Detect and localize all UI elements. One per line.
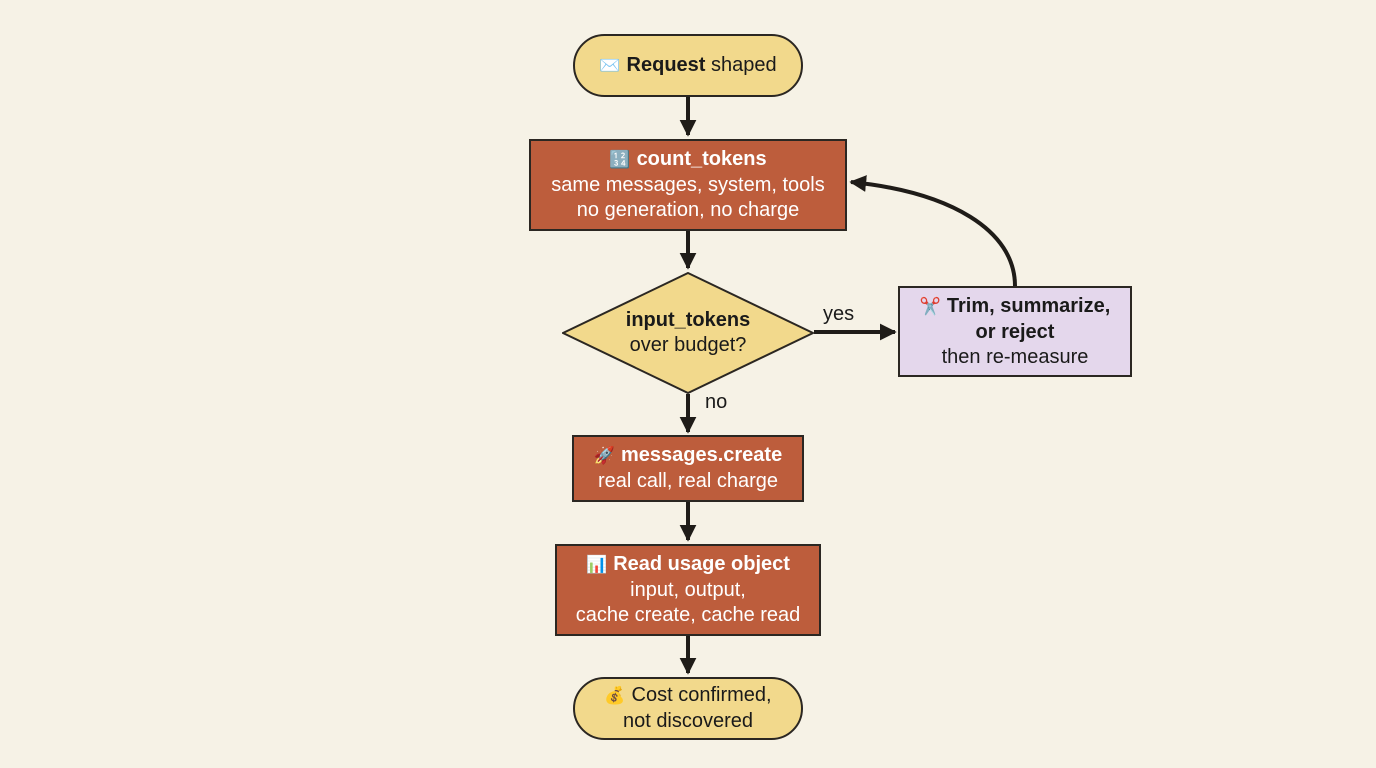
decision-line2: over budget? [629, 334, 747, 356]
usage-title: Read usage object [613, 553, 790, 575]
trim-title-row: ✂️Trim, summarize, [920, 294, 1111, 320]
arrow-trim-back-to-count [849, 175, 1017, 287]
count-tokens-title-row: 🔢count_tokens [609, 147, 766, 173]
end-line1: Cost confirmed, [631, 684, 772, 706]
count-tokens-line1: same messages, system, tools [551, 174, 825, 196]
decision-node: input_tokens over budget? [562, 272, 814, 394]
start-title-bold: Request [626, 53, 706, 76]
create-title-row: 🚀messages.create [594, 443, 782, 469]
end-line2: not discovered [622, 710, 754, 732]
no-edge-label: no [705, 391, 728, 413]
trim-line3: then re-measure [941, 345, 1089, 368]
usage-node: 📊Read usage object input, output, cache … [555, 544, 821, 636]
bar-chart-icon: 📊 [586, 555, 608, 575]
yes-edge-label: yes [823, 303, 855, 325]
decision-diamond-shape [562, 272, 814, 394]
usage-title-row: 📊Read usage object [586, 552, 790, 578]
decision-line1: input_tokens [625, 309, 751, 331]
start-title-rest: shaped [705, 53, 777, 76]
messages-create-node: 🚀messages.create real call, real charge [572, 435, 804, 502]
count-tokens-node: 🔢count_tokens same messages, system, too… [529, 139, 847, 231]
numbers-icon: 🔢 [609, 150, 631, 170]
end-node: 💰Cost confirmed, not discovered [573, 677, 803, 740]
count-tokens-title: count_tokens [636, 148, 767, 170]
start-node-label: ✉️Request shaped [599, 53, 776, 79]
end-line1-row: 💰Cost confirmed, [604, 683, 771, 709]
scissors-icon: ✂️ [919, 296, 941, 317]
create-title: messages.create [620, 444, 783, 466]
rocket-icon: 🚀 [593, 446, 615, 466]
trim-line2: or reject [975, 320, 1055, 343]
trim-line1: Trim, summarize, [946, 294, 1111, 317]
envelope-icon: ✉️ [599, 55, 621, 76]
usage-line1: input, output, [630, 579, 746, 601]
count-tokens-line2: no generation, no charge [576, 199, 800, 221]
create-line1: real call, real charge [597, 470, 779, 492]
decision-label: input_tokens over budget? [562, 272, 814, 394]
usage-line2: cache create, cache read [575, 604, 801, 626]
money-bag-icon: 💰 [604, 686, 626, 706]
start-node: ✉️Request shaped [573, 34, 803, 97]
trim-node: ✂️Trim, summarize, or reject then re-mea… [898, 286, 1132, 377]
